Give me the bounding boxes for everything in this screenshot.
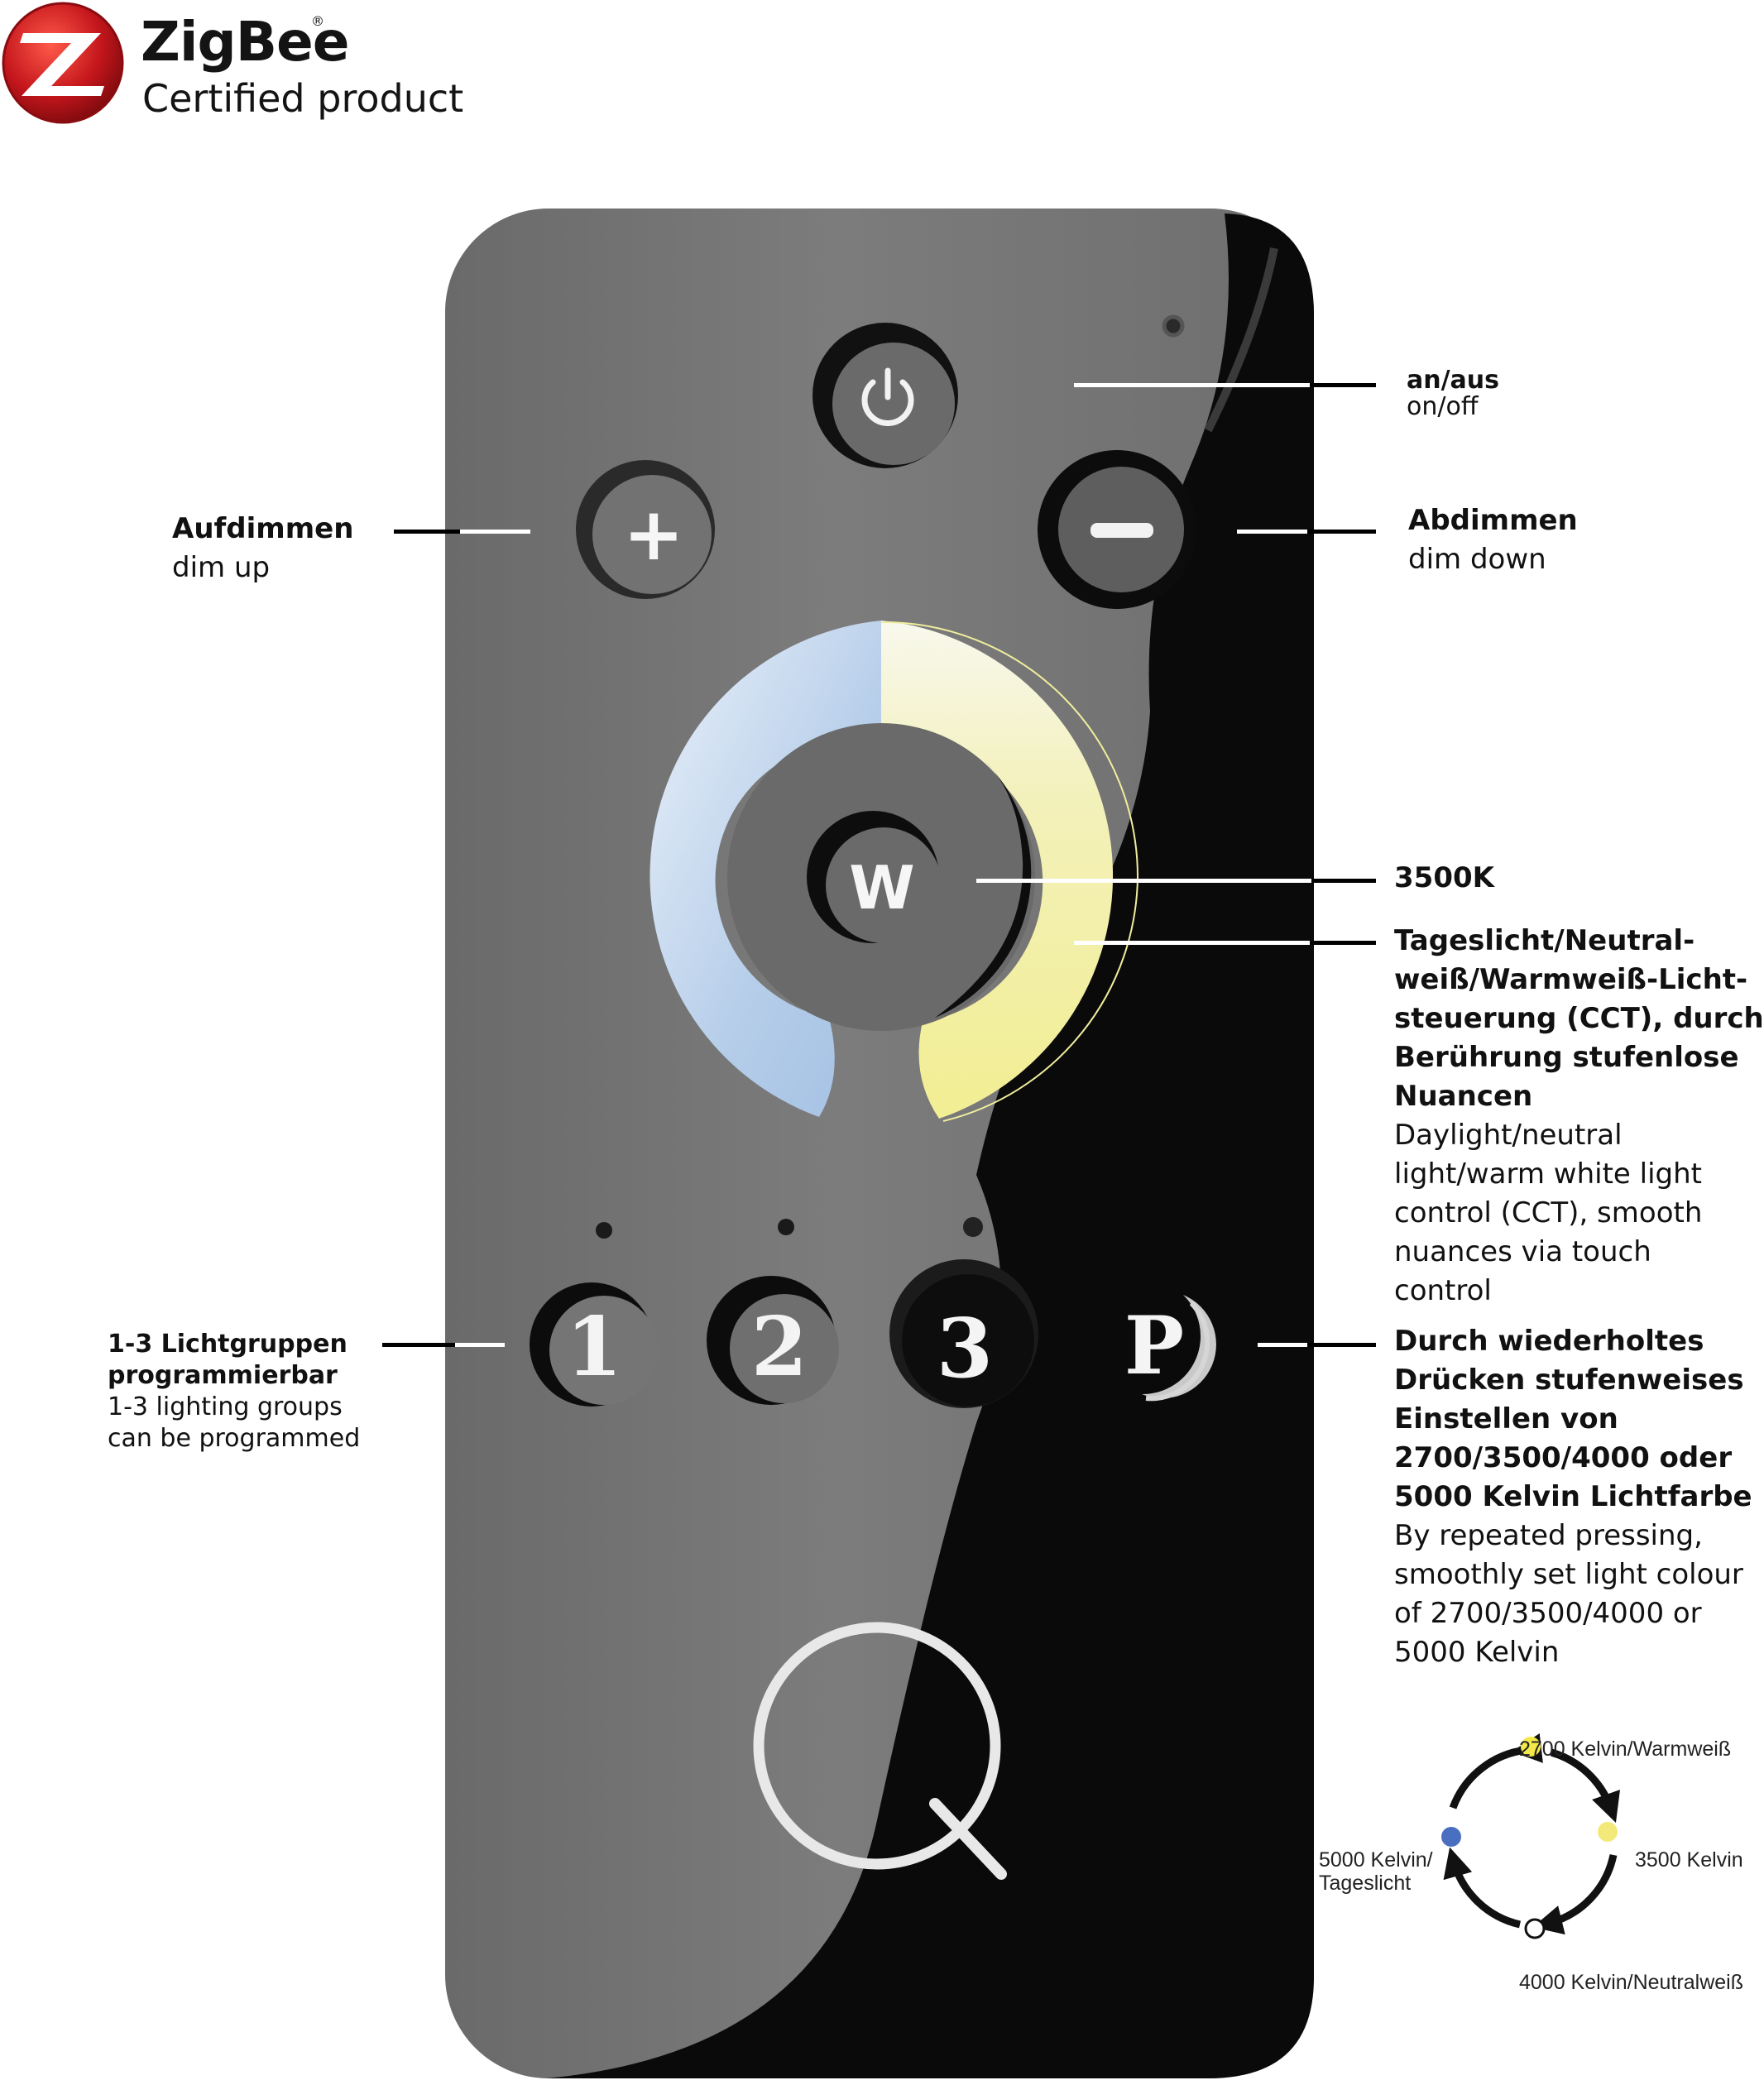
- cct-de-5: Nuancen: [1394, 1080, 1533, 1113]
- cct-en-3: control (CCT), smooth: [1394, 1196, 1703, 1229]
- p-en-2: smoothly set light colour: [1394, 1558, 1743, 1591]
- w-line: [976, 879, 1376, 883]
- dot-5000: [1441, 1827, 1461, 1847]
- p-line: [1258, 1343, 1376, 1347]
- cycle-label-5000-1: 5000 Kelvin/: [1319, 1848, 1433, 1872]
- groups-annotation: 1-3 Lichtgruppen programmierbar 1-3 ligh…: [108, 1329, 360, 1455]
- cct-en-4: nuances via touch: [1394, 1235, 1651, 1268]
- w-de: 3500K: [1394, 861, 1494, 894]
- minus-icon: [1091, 523, 1153, 538]
- cct-de-4: Berührung stufenlose: [1394, 1041, 1739, 1074]
- group-2-button[interactable]: 2: [707, 1276, 839, 1405]
- kelvin-cycle-diagram: [1441, 1733, 1621, 1939]
- p-en-1: By repeated pressing,: [1394, 1519, 1703, 1552]
- cct-de-3: steuerung (CCT), durch: [1394, 1002, 1764, 1035]
- groups-line: [382, 1343, 505, 1347]
- cct-annotation: Tageslicht/Neutral- weiß/Warmweiß-Licht-…: [1394, 922, 1764, 1311]
- cct-en-2: light/warm white light: [1394, 1158, 1702, 1191]
- p-de-2: Drücken stufenweises: [1394, 1364, 1744, 1397]
- dim-up-en: dim up: [172, 551, 271, 584]
- w-annotation: 3500K: [1394, 859, 1494, 898]
- p-en-3: of 2700/3500/4000 or: [1394, 1597, 1702, 1630]
- power-de: an/aus: [1407, 366, 1500, 395]
- group-1-label: 1: [566, 1300, 622, 1395]
- registered-mark: ®: [311, 13, 324, 29]
- power-button[interactable]: [812, 323, 958, 468]
- cct-line: [1074, 941, 1376, 945]
- cct-en-5: control: [1394, 1274, 1492, 1307]
- p-de-4: 2700/3500/4000 oder: [1394, 1441, 1733, 1474]
- dim-up-line: [394, 530, 530, 534]
- dim-down-en: dim down: [1408, 543, 1546, 576]
- power-en: on/off: [1407, 392, 1479, 421]
- plus-icon: +: [623, 491, 684, 577]
- zigbee-subtitle: Certified product: [142, 76, 464, 121]
- dim-down-de: Abdimmen: [1408, 504, 1578, 537]
- power-annotation: an/aus on/off: [1407, 367, 1499, 420]
- gloss-reflection: [546, 213, 1314, 2078]
- w-button[interactable]: W: [807, 811, 942, 943]
- p-de-3: Einstellen von: [1394, 1402, 1618, 1436]
- cycle-label-4000: 4000 Kelvin/Neutralweiß: [1519, 1971, 1743, 1994]
- group-1-button[interactable]: 1: [530, 1282, 659, 1407]
- cycle-label-2700: 2700 Kelvin/Warmweiß: [1519, 1738, 1732, 1761]
- cct-de-2: weiß/Warmweiß-Licht-: [1394, 963, 1748, 996]
- dim-up-annotation: Aufdimmen dim up: [172, 510, 353, 587]
- w-icon: W: [849, 853, 914, 923]
- dim-up-de: Aufdimmen: [172, 512, 354, 545]
- group-2-label: 2: [751, 1300, 808, 1395]
- p-de-5: 5000 Kelvin Lichtfarbe: [1394, 1480, 1752, 1513]
- groups-de-2: programmierbar: [108, 1361, 338, 1390]
- groups-en-1: 1-3 lighting groups: [108, 1392, 343, 1421]
- groups-en-2: can be programmed: [108, 1424, 361, 1453]
- dim-down-line: [1237, 530, 1376, 534]
- p-en-4: 5000 Kelvin: [1394, 1636, 1560, 1669]
- dim-down-annotation: Abdimmen dim down: [1408, 501, 1578, 579]
- cct-en-1: Daylight/neutral: [1394, 1119, 1623, 1152]
- dot-2700: [1521, 1737, 1541, 1757]
- power-line: [1074, 383, 1376, 387]
- zigbee-logo: [2, 2, 124, 124]
- p-de-1: Durch wiederholtes: [1394, 1325, 1704, 1358]
- q-brand-logo: [753, 1622, 1007, 1880]
- p-button[interactable]: P: [1124, 1295, 1216, 1402]
- group-3-label: 3: [937, 1301, 993, 1397]
- cct-de-1: Tageslicht/Neutral-: [1394, 924, 1695, 957]
- zigbee-wordmark: ZigBee: [141, 10, 350, 74]
- dot-3500: [1598, 1822, 1618, 1842]
- group-3-button[interactable]: 3: [889, 1259, 1038, 1408]
- cycle-label-5000-2: Tageslicht: [1319, 1872, 1412, 1895]
- cycle-label-3500: 3500 Kelvin: [1635, 1848, 1743, 1872]
- dot-4000: [1524, 1918, 1546, 1939]
- p-label: P: [1124, 1299, 1184, 1392]
- dim-up-button[interactable]: +: [576, 460, 715, 599]
- p-annotation: Durch wiederholtes Drücken stufenweises …: [1394, 1322, 1752, 1672]
- dim-down-button[interactable]: [1038, 450, 1196, 609]
- groups-de-1: 1-3 Lichtgruppen: [108, 1330, 348, 1359]
